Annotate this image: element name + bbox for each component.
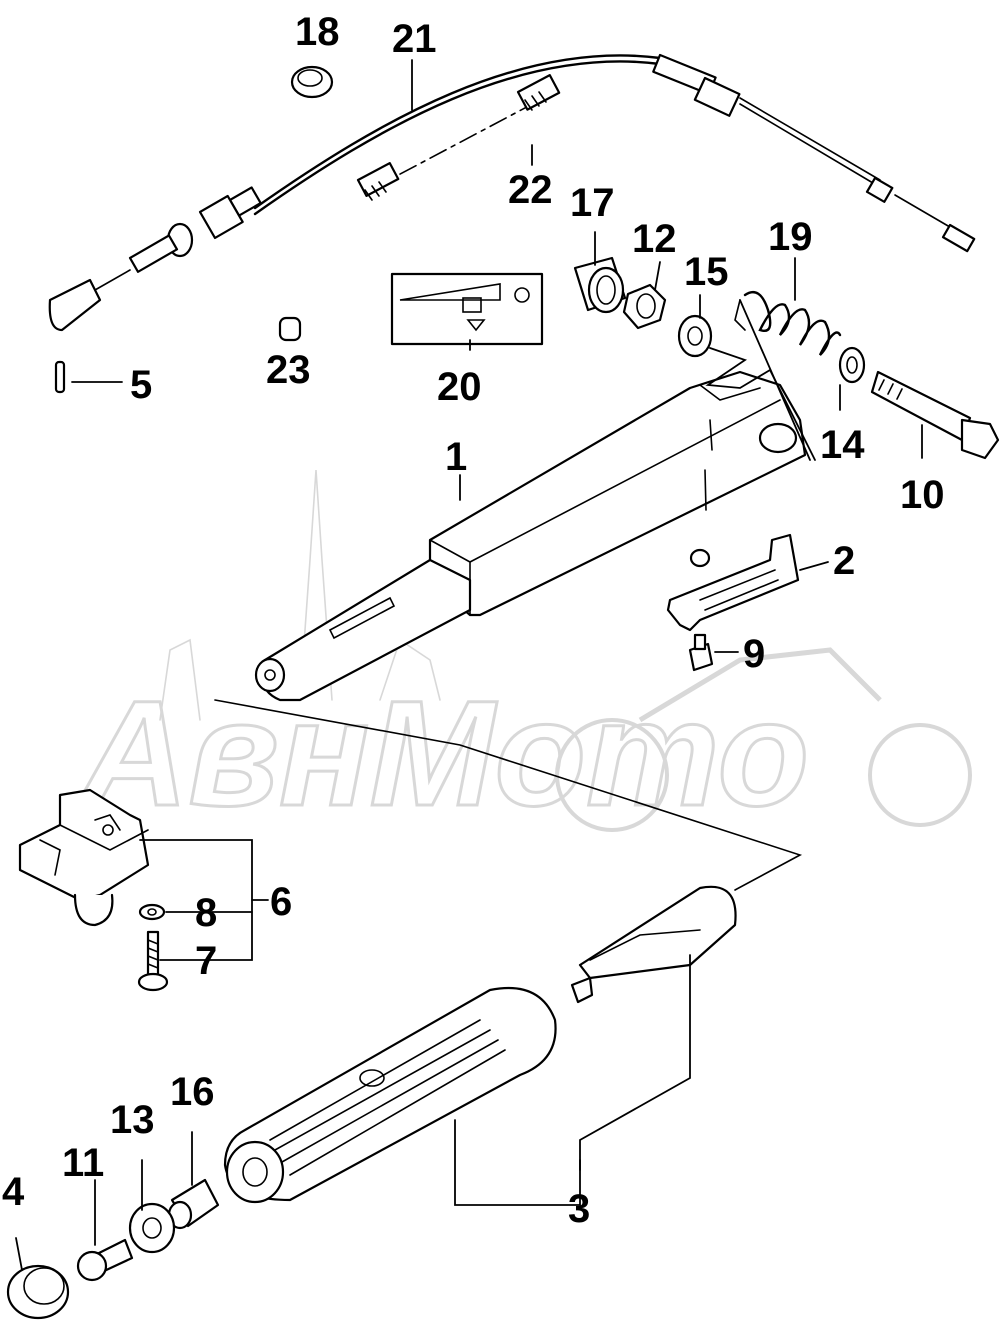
screw-long [137,930,169,992]
callout-22: 22 [508,168,553,212]
throttle-cable [48,53,976,332]
callout-4: 4 [2,1170,25,1214]
callout-7: 7 [195,939,217,983]
callout-8: 8 [195,891,217,935]
callout-6: 6 [270,880,292,924]
callout-10: 10 [900,473,945,517]
callout-18: 18 [295,10,340,54]
watermark-text: АвнМото [76,669,809,837]
bolt [870,370,1000,460]
callout-21: 21 [392,17,437,61]
callout-1: 1 [445,435,467,479]
callout-11: 11 [62,1141,104,1185]
callout-16: 16 [170,1070,215,1114]
spring [734,290,842,356]
pin [54,360,66,394]
adjuster-rod [356,73,561,201]
callout-13: 13 [110,1098,155,1142]
label-decal [390,272,544,346]
throttle-grip [223,885,737,1204]
callout-15: 15 [684,250,729,294]
screw-small [688,633,714,672]
callout-19: 19 [768,215,813,259]
grommet [290,65,334,99]
callouts: 18 21 22 17 12 15 19 5 23 20 1 14 10 2 9… [2,10,945,1231]
sleeve [573,256,627,314]
leader-lines [15,59,923,1271]
bracket [666,533,800,632]
switch-housing [18,788,150,927]
watermark: АвнМото [75,469,972,839]
callout-5: 5 [130,363,152,407]
washer-large [677,314,713,358]
callout-20: 20 [437,365,482,409]
washer-grip [128,1202,176,1254]
callout-23: 23 [266,348,311,392]
throttle-housing [254,370,807,702]
nut [622,283,667,330]
callout-14: 14 [820,423,865,467]
collar [278,316,302,342]
callout-12: 12 [632,217,677,261]
end-cap [6,1264,70,1320]
washer-small [838,346,866,384]
callout-17: 17 [570,181,615,225]
washer-tiny [138,903,166,921]
callout-3: 3 [568,1187,590,1231]
callout-2: 2 [833,539,855,583]
screw-end [76,1238,134,1282]
callout-9: 9 [743,632,765,676]
bushing [167,1178,220,1230]
